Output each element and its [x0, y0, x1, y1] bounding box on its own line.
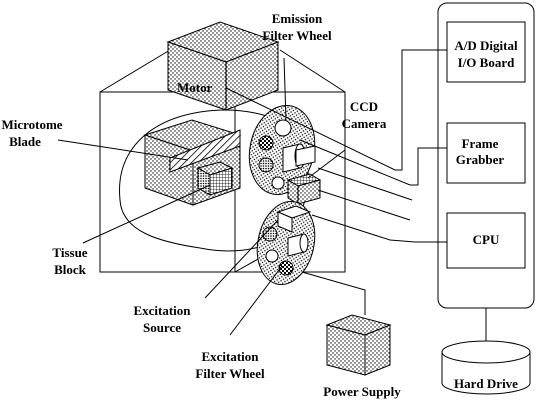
- svg-text:Filter Wheel: Filter Wheel: [195, 366, 265, 381]
- svg-text:Grabber: Grabber: [456, 152, 505, 167]
- svg-text:Tissue: Tissue: [52, 245, 87, 260]
- excitation-source: [276, 205, 312, 257]
- emission-filter-wheel: [248, 104, 316, 196]
- microtome-blade: [169, 129, 241, 173]
- svg-text:Excitation: Excitation: [133, 303, 191, 318]
- hard-drive-cylinder: [441, 340, 531, 395]
- svg-text:Microtome: Microtome: [1, 117, 62, 132]
- svg-text:Excitation: Excitation: [201, 349, 259, 364]
- ccd-camera-label: CCD Camera: [342, 99, 387, 131]
- motor-label: Motor: [177, 80, 213, 95]
- svg-text:Blade: Blade: [9, 134, 41, 149]
- svg-text:Block: Block: [54, 262, 87, 277]
- microtome-blade-label: Microtome Blade: [1, 117, 62, 149]
- computer-tower: [437, 2, 535, 309]
- excitation-source-label: Excitation Source: [133, 303, 191, 335]
- hard-drive-label: Hard Drive: [454, 376, 518, 391]
- excitation-filter-wheel: [256, 201, 316, 285]
- svg-text:Filter Wheel: Filter Wheel: [262, 28, 332, 43]
- power-supply-label: Power Supply: [323, 384, 401, 399]
- motor-block: [166, 21, 280, 111]
- svg-text:A/D Digital: A/D Digital: [454, 38, 518, 53]
- ccd-camera: [282, 143, 322, 205]
- svg-text:I/O Board: I/O Board: [458, 55, 515, 70]
- power-supply-block: [325, 314, 392, 376]
- emission-filter-wheel-label: Emission Filter Wheel: [262, 11, 332, 43]
- svg-text:Frame: Frame: [462, 136, 499, 151]
- cpu-label: CPU: [473, 232, 500, 247]
- connection-lines: [225, 49, 487, 341]
- tissue-block: [196, 161, 234, 196]
- svg-text:Emission: Emission: [272, 11, 323, 26]
- ad-board-label: A/D Digital I/O Board: [454, 38, 518, 70]
- tissue-block-label: Tissue Block: [52, 245, 87, 277]
- excitation-filter-wheel-label: Excitation Filter Wheel: [195, 349, 265, 381]
- svg-text:Source: Source: [143, 320, 181, 335]
- label-pointers: [57, 57, 346, 336]
- frame-grabber-label: Frame Grabber: [456, 136, 505, 167]
- svg-text:CCD: CCD: [350, 99, 378, 114]
- svg-text:Camera: Camera: [342, 116, 387, 131]
